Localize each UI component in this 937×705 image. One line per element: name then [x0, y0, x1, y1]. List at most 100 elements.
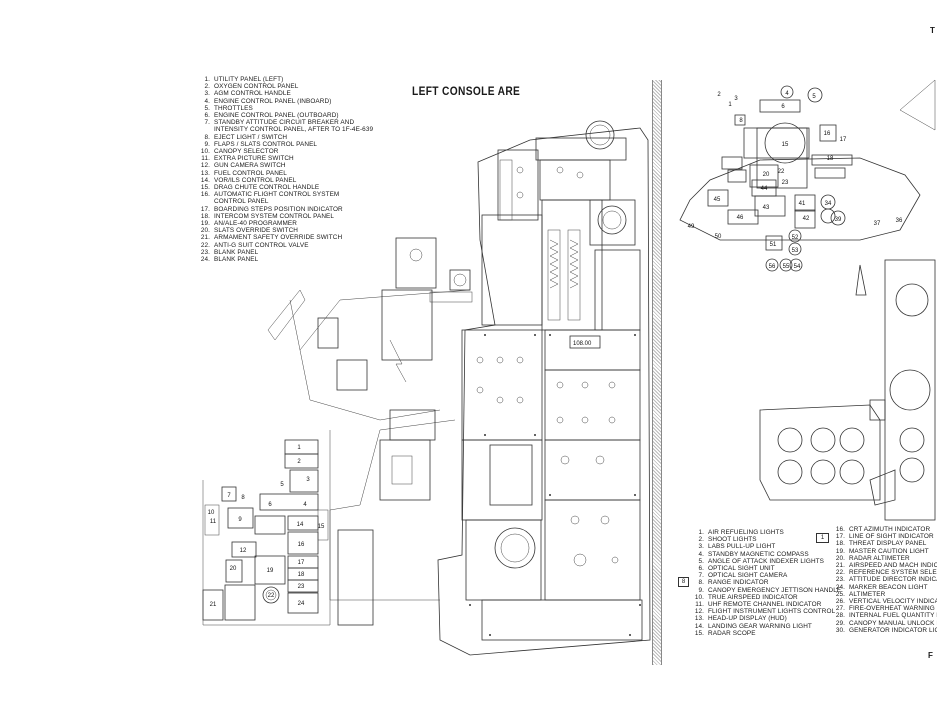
legend-item: 4.STANDBY MAGNETIC COMPASS [690, 551, 841, 558]
legend-item-number: 16. [200, 191, 210, 199]
legend-item: 6.OPTICAL SIGHT UNIT [690, 565, 841, 572]
legend-item-number: 26. [835, 598, 845, 606]
legend-item-text: ENGINE CONTROL PANEL (OUTBOARD) [214, 112, 339, 120]
svg-text:6: 6 [781, 104, 785, 110]
legend-item-text: SHOOT LIGHTS [708, 536, 757, 544]
legend-item-number: 21. [200, 234, 210, 242]
page-fold [652, 80, 662, 665]
svg-text:17: 17 [840, 137, 847, 143]
legend-item: 15.DRAG CHUTE CONTROL HANDLE [196, 184, 373, 191]
svg-text:6: 6 [268, 502, 272, 508]
legend-item-number: 6. [698, 565, 704, 573]
legend-item-number: 16. [835, 526, 845, 533]
svg-text:21: 21 [210, 602, 217, 608]
legend-item-text: CANOPY SELECTOR [214, 148, 279, 156]
legend-item-text: CANOPY MANUAL UNLOCK I [849, 619, 937, 627]
svg-text:16: 16 [824, 131, 831, 137]
legend-item: 21.AIRSPEED AND MACH INDIC/ [831, 562, 937, 569]
legend-item: 25.ALTIMETER [831, 591, 937, 598]
legend-item: 13.FUEL CONTROL PANEL [196, 170, 373, 177]
legend-item-number: 11. [695, 601, 704, 609]
legend-item-text: ANGLE OF ATTACK INDEXER LIGHTS [708, 557, 825, 565]
legend-item-number: 8. [698, 579, 704, 587]
svg-text:20: 20 [230, 566, 237, 572]
legend-item-text: LANDING GEAR WARNING LIGHT [708, 622, 812, 630]
legend-item-text: AGM CONTROL HANDLE [214, 90, 291, 98]
legend-item: 3.LABS PULL-UP LIGHT [690, 543, 841, 550]
legend-item-text: EXTRA PICTURE SWITCH [214, 155, 294, 163]
legend-item-number: 10. [200, 148, 210, 156]
legend-item: 7.STANDBY ATTITUDE CIRCUIT BREAKER AND [196, 119, 373, 126]
legend-item: 30.GENERATOR INDICATOR LIGI [831, 627, 937, 634]
page-title: LEFT CONSOLE ARE [412, 84, 521, 98]
legend-item-number: 1. [698, 529, 704, 536]
svg-text:46: 46 [737, 215, 744, 221]
svg-text:43: 43 [763, 205, 770, 211]
svg-text:15: 15 [782, 142, 789, 148]
svg-text:15: 15 [318, 524, 325, 530]
legend-item: CONTROL PANEL [196, 198, 373, 205]
svg-text:54: 54 [794, 264, 801, 270]
svg-text:23: 23 [782, 180, 789, 186]
legend-item-text: LABS PULL-UP LIGHT [708, 543, 776, 551]
legend-item: 14.VOR/ILS CONTROL PANEL [196, 177, 373, 184]
legend-item-number: 21. [835, 562, 845, 570]
svg-text:10: 10 [208, 510, 215, 516]
legend-item-number: 2. [204, 83, 210, 91]
edge-letter: T [930, 26, 935, 35]
svg-text:16: 16 [298, 542, 305, 548]
legend-item-number: 15. [694, 629, 704, 637]
legend-item-number: 13. [694, 615, 704, 623]
legend-item-text: VERTICAL VELOCITY INDICAT [849, 598, 937, 606]
legend-item: 19.AN/ALE-40 PROGRAMMER [196, 220, 373, 227]
legend-item: 14.LANDING GEAR WARNING LIGHT [690, 623, 841, 630]
legend-item: 27.FIRE-OVERHEAT WARNING L [831, 605, 937, 612]
svg-text:50: 50 [715, 234, 722, 240]
legend-item-number: 14. [200, 176, 210, 184]
svg-text:23: 23 [298, 584, 305, 590]
legend-item: 20.RADAR ALTIMETER [831, 555, 937, 562]
legend-item: 15.RADAR SCOPE [690, 630, 841, 637]
legend-item: 20.SLATS OVERRIDE SWITCH [196, 227, 373, 234]
legend-item-text: AN/ALE-40 PROGRAMMER [214, 220, 297, 228]
legend-item: 24.MARKER BEACON LIGHT [831, 584, 937, 591]
legend-item-text: HEAD-UP DISPLAY (HUD) [708, 615, 787, 623]
legend-item-number: 7. [698, 572, 704, 580]
legend-item: 8.EJECT LIGHT / SWITCH [196, 134, 373, 141]
svg-text:22: 22 [268, 593, 275, 599]
legend-item-number: 9. [698, 586, 704, 594]
legend-item: 16.CRT AZIMUTH INDICATOR [831, 526, 937, 533]
svg-text:39: 39 [835, 217, 842, 223]
svg-text:51: 51 [770, 242, 777, 248]
legend-item: 1. UTILITY PANEL (LEFT) [196, 76, 373, 83]
legend-item-number: 7. [204, 119, 210, 127]
legend-item-number: 6. [204, 112, 210, 120]
legend-item-text: FLIGHT INSTRUMENT LIGHTS CONTROL [708, 608, 836, 616]
edge-letter: F [928, 651, 933, 660]
legend-item-text: TRUE AIRSPEED INDICATOR [708, 593, 798, 601]
legend-item: 21.ARMAMENT SAFETY OVERRIDE SWITCH [196, 234, 373, 241]
legend-item: 2.SHOOT LIGHTS [690, 536, 841, 543]
legend-item-number: 22. [200, 241, 210, 249]
legend-item: INTENSITY CONTROL PANEL, AFTER TO 1F-4E-… [196, 126, 373, 133]
legend-item: 23.BLANK PANEL [196, 249, 373, 256]
svg-text:3: 3 [734, 96, 738, 102]
legend-item-number: 1. [204, 76, 210, 83]
svg-text:17: 17 [298, 560, 305, 566]
svg-text:12: 12 [240, 548, 247, 554]
svg-text:41: 41 [799, 201, 806, 207]
svg-text:49: 49 [688, 224, 695, 230]
legend-item-number: 25. [835, 590, 845, 598]
svg-text:56: 56 [769, 264, 776, 270]
legend-item-text: OPTICAL SIGHT CAMERA [708, 572, 788, 580]
svg-text:4: 4 [303, 502, 307, 508]
legend-item-text: UTILITY PANEL (LEFT) [214, 76, 284, 83]
legend-item-text: SLATS OVERRIDE SWITCH [214, 227, 299, 235]
svg-text:19: 19 [267, 568, 274, 574]
legend-item-text: GUN CAMERA SWITCH [214, 162, 286, 170]
legend-item-text: ANTI-G SUIT CONTROL VALVE [214, 241, 309, 249]
svg-text:3: 3 [306, 477, 310, 483]
svg-text:9: 9 [238, 517, 242, 523]
legend-item: 24.BLANK PANEL [196, 256, 373, 263]
